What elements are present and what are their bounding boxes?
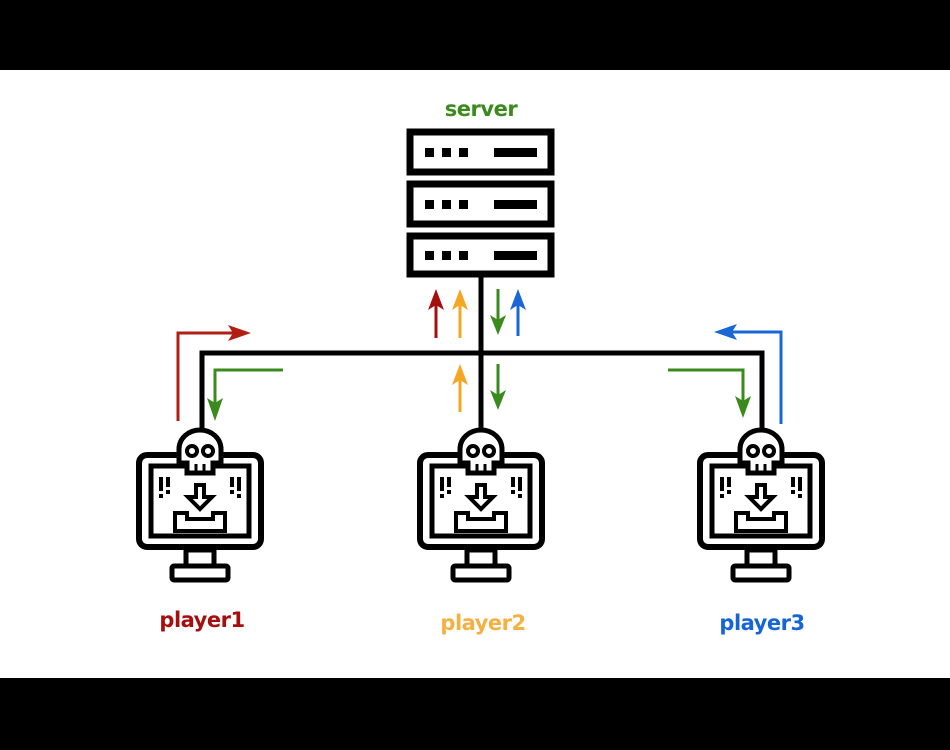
player2-upload-arrow	[452, 364, 468, 412]
server-label: server	[444, 97, 518, 121]
player3-upload-arrow	[714, 324, 783, 424]
player2-to-server-arrow	[452, 289, 468, 338]
network-diagram	[0, 128, 950, 678]
network-connections	[199, 275, 765, 436]
player3-label: player3	[719, 611, 805, 635]
player1-download-arrow	[207, 368, 283, 421]
player2-computer-icon	[420, 430, 542, 580]
player1-to-server-arrow	[428, 289, 444, 338]
player2-download-arrow	[490, 364, 506, 410]
player3-computer-icon	[700, 430, 822, 580]
player3-to-server-arrow	[510, 289, 526, 336]
player1-label: player1	[159, 608, 245, 632]
bus-line	[199, 350, 765, 435]
player3-download-arrow	[668, 368, 751, 418]
player1-computer-icon	[139, 430, 261, 580]
diagram-canvas: server player1 player2 player3	[0, 70, 950, 678]
server-rack-icon	[406, 128, 555, 278]
server-broadcast-arrow	[490, 289, 506, 335]
player2-label: player2	[440, 611, 526, 635]
player1-upload-arrow	[176, 325, 251, 421]
